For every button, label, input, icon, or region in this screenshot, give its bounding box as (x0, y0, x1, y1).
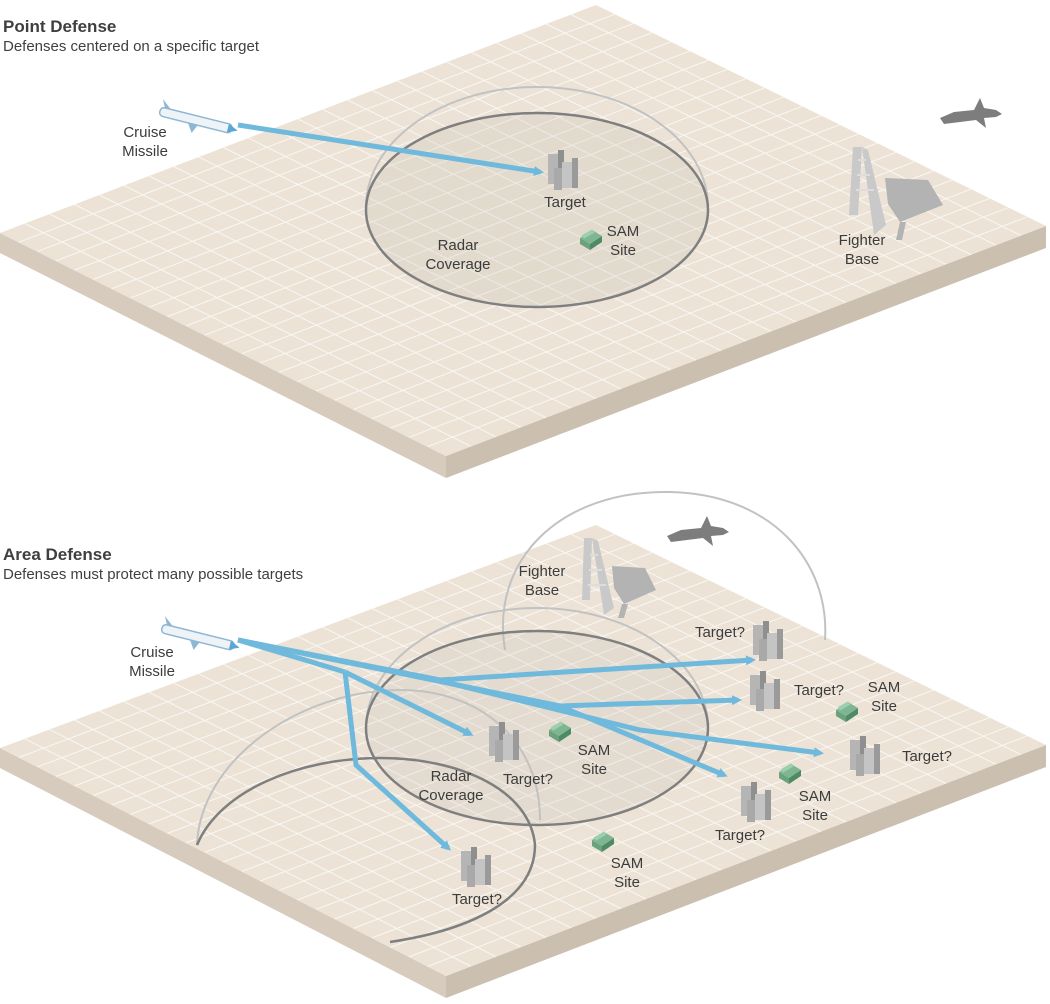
radar-label-line1: Radar (438, 237, 479, 254)
radar-label-line2: Coverage (418, 787, 483, 804)
area-defense-title: Area Defense (3, 545, 112, 564)
sam-label-line2: Site (871, 698, 897, 715)
target-label: Target? (695, 624, 745, 641)
hangar-icon (612, 566, 656, 618)
fighter-base-label-line2: Base (845, 251, 879, 268)
sam-label-line1: SAM (799, 788, 832, 805)
cruise-missile-icon (158, 99, 238, 134)
sam-label-line2: Site (610, 242, 636, 259)
radar-dome (365, 86, 709, 208)
radar-coverage-ring (364, 111, 710, 309)
missile-label-line2: Missile (129, 663, 175, 680)
fighter-jet-icon (940, 98, 1002, 128)
radar-dome-secondary (196, 688, 541, 846)
missile-track-arrow (237, 122, 544, 177)
point-defense-title: Point Defense (3, 17, 117, 36)
sam-label-line2: Site (581, 761, 607, 778)
point-defense-subtitle: Defenses centered on a specific target (3, 38, 259, 55)
target-label: Target? (452, 891, 502, 908)
radar-ring-secondary (195, 756, 537, 944)
radar-coverage-ring (364, 629, 710, 827)
radar-label-line2: Coverage (425, 256, 490, 273)
fighter-jet-icon (667, 516, 729, 546)
ground-side-right (446, 745, 1046, 998)
target-label: Target? (503, 771, 553, 788)
area-defense-subtitle: Defenses must protect many possible targ… (3, 566, 304, 583)
sam-label-line1: SAM (868, 679, 901, 696)
radar-label-line1: Radar (431, 768, 472, 785)
ground-side-left (0, 233, 446, 478)
target-label: Target? (794, 682, 844, 699)
control-tower-icon (849, 147, 886, 235)
ground-side-right (446, 226, 1046, 478)
sam-label-line1: SAM (578, 742, 611, 759)
target-label: Target? (902, 748, 952, 765)
fighter-base-label-line2: Base (525, 582, 559, 599)
sam-label-line2: Site (802, 807, 828, 824)
hangar-icon (885, 178, 943, 240)
fighter-base-label-line1: Fighter (519, 563, 566, 580)
fighter-base-label-line1: Fighter (839, 232, 886, 249)
control-tower-icon (582, 538, 614, 615)
fighter-coverage-dome (502, 490, 827, 651)
ground-side-left (0, 748, 446, 998)
target-label: Target? (715, 827, 765, 844)
target-label: Target (544, 194, 587, 211)
sam-label-line2: Site (614, 874, 640, 891)
missile-label-line1: Cruise (123, 124, 166, 141)
ground-top (0, 525, 1046, 976)
missile-label-line2: Missile (122, 143, 168, 160)
sam-label-line1: SAM (607, 223, 640, 240)
sam-label-line1: SAM (611, 855, 644, 872)
missile-tracks (237, 637, 824, 851)
missile-label-line1: Cruise (130, 644, 173, 661)
